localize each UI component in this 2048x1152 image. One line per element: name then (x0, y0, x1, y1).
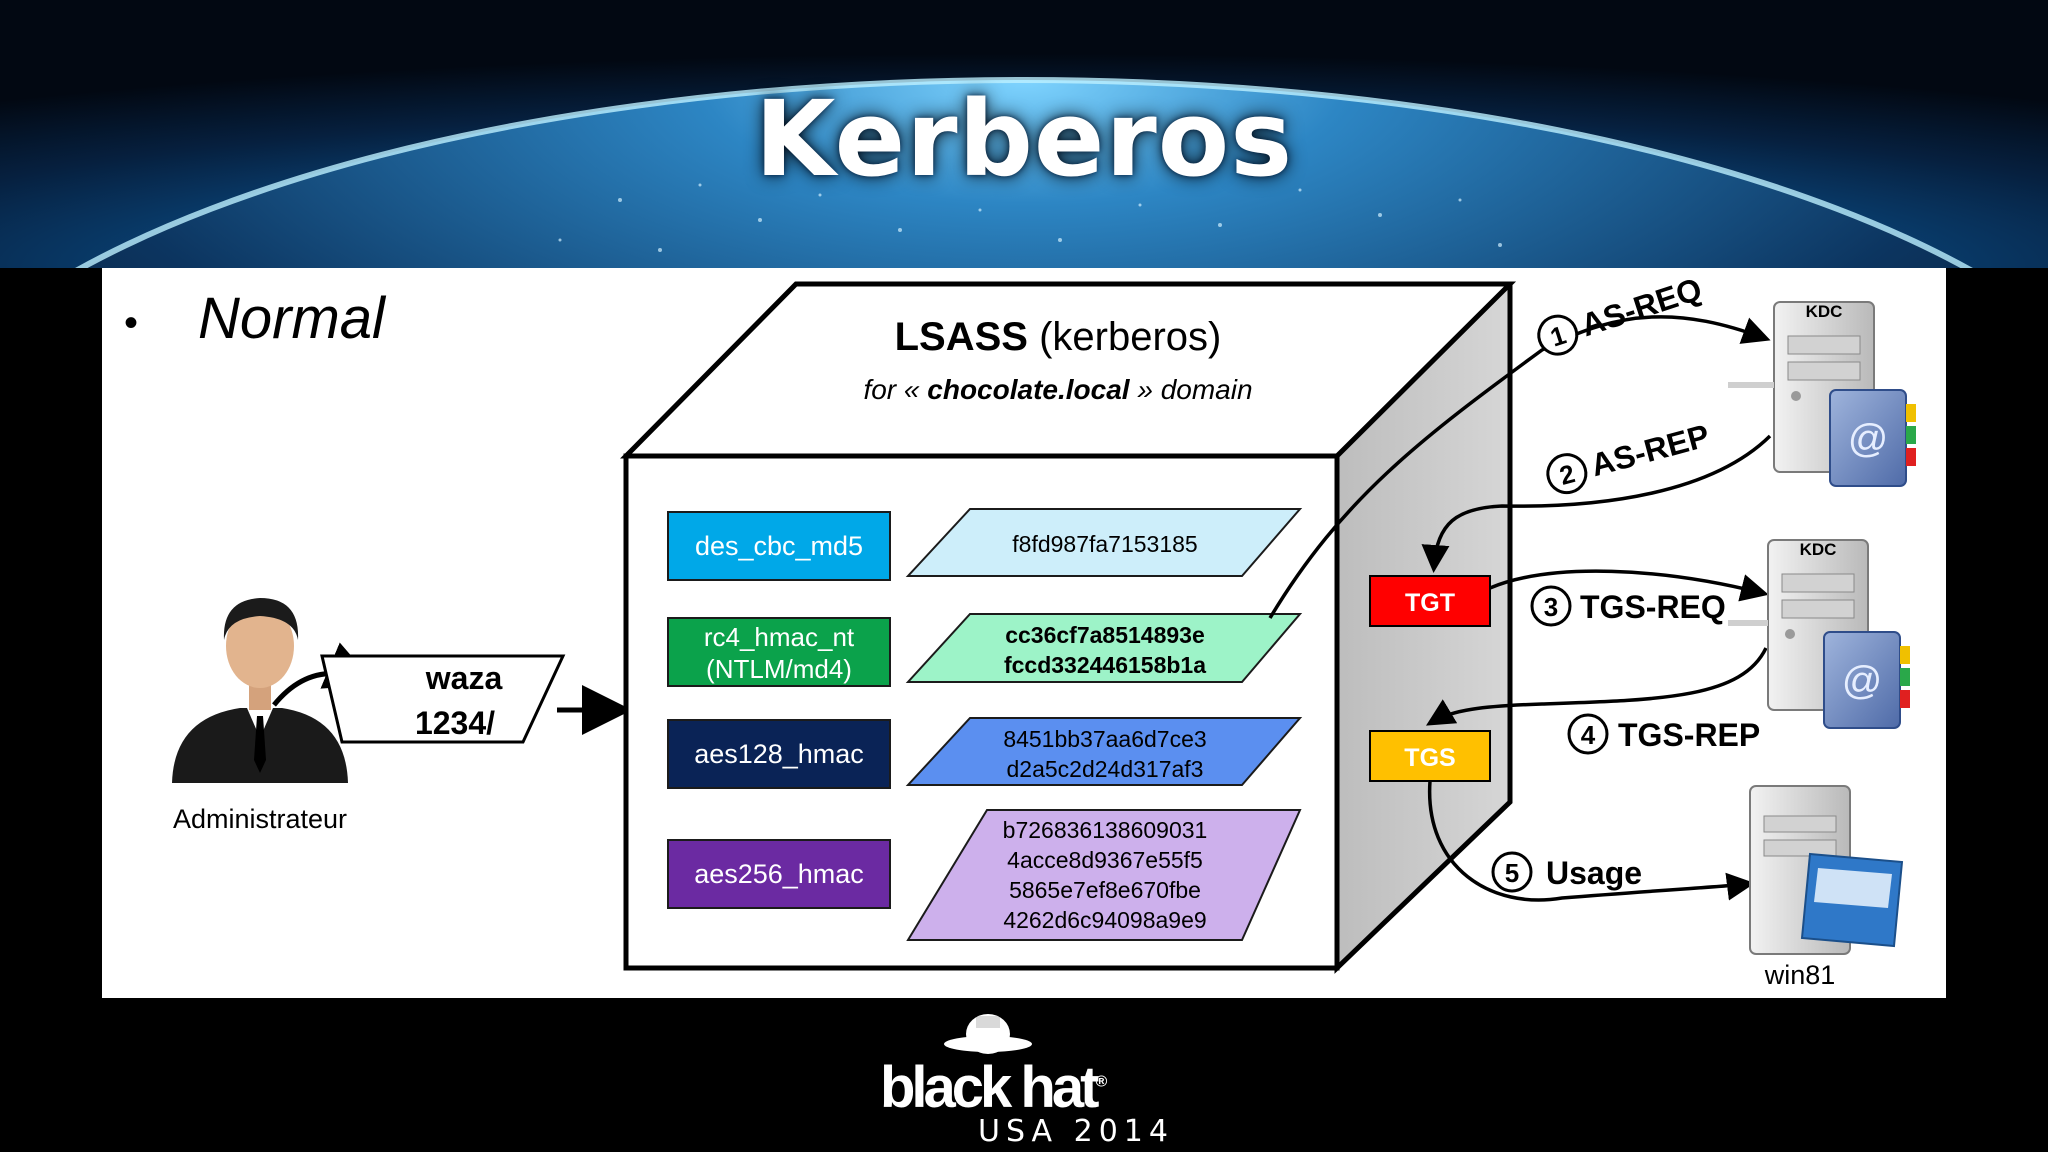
step-tgs-rep: 4 TGS-REP (1567, 713, 1760, 755)
file-server-icon (1749, 785, 1904, 955)
footer: black hat® USA 2014 (0, 998, 2048, 1152)
step-label: AS-REP (1587, 417, 1713, 483)
step-label: TGS-REP (1618, 717, 1760, 753)
step-number: 3 (1544, 592, 1558, 622)
key-hash-line: d2a5c2d24d317af3 (1007, 756, 1204, 782)
administrator-label: Administrateur (173, 804, 347, 834)
key-hash-line: cc36cf7a8514893e (1005, 622, 1205, 648)
key-hash-box (905, 613, 1303, 683)
brand-name: black hat® (880, 1054, 1107, 1121)
arrow-usage (1427, 780, 1755, 902)
brand-text: black hat (880, 1055, 1099, 1120)
step-label: Usage (1546, 855, 1642, 891)
key-name: des_cbc_md5 (695, 531, 863, 561)
key-name: aes256_hmac (694, 859, 864, 889)
key-hash-line: 4262d6c94098a9e9 (1003, 907, 1206, 933)
key-hash-line: f8fd987fa7153185 (1012, 531, 1197, 557)
key-hash-line: 4acce8d9367e55f5 (1007, 847, 1203, 873)
arrow-as-rep (1421, 434, 1772, 573)
key-name: rc4_hmac_nt (704, 622, 855, 652)
step-number-circle (1530, 585, 1572, 627)
key-name-box (667, 617, 891, 687)
step-label: TGS-REQ (1580, 589, 1726, 625)
kdc-label: KDC (1806, 302, 1843, 321)
kdc-label: KDC (1800, 540, 1837, 559)
bullet-normal: Normal (198, 286, 387, 351)
step-as-rep: 2 AS-REP (1546, 417, 1713, 495)
step-number-circle (1546, 453, 1588, 495)
arrow-as-req (1268, 315, 1771, 619)
event-name: USA 2014 (978, 1114, 1174, 1149)
key-row-rc4: rc4_hmac_nt (NTLM/md4) cc36cf7a8514893e … (667, 613, 1303, 687)
step-number-circle (1491, 851, 1533, 893)
win81-label: win81 (1764, 960, 1836, 990)
kerberos-diagram: • Normal Administrateur waza 1234/ LSASS… (124, 271, 1916, 990)
lsass-title: LSASS (kerberos) (895, 315, 1222, 359)
key-name-line-2: (NTLM/md4) (706, 654, 852, 684)
lsass-subtitle: for « chocolate.local » domain (863, 374, 1252, 405)
content-panel: • Normal Administrateur waza 1234/ LSASS… (102, 268, 1946, 998)
key-row-aes256: aes256_hmac b726836138609031 4acce8d9367… (667, 809, 1302, 941)
administrator-avatar-icon (172, 598, 348, 783)
tgs-ticket (1369, 730, 1491, 782)
lsass-title-rest: (kerberos) (1028, 315, 1221, 359)
title-banner: Kerberos (0, 0, 2048, 268)
arrow-tgs-rep (1425, 647, 1768, 726)
svg-text:@: @ (1842, 659, 1883, 703)
key-name: aes128_hmac (694, 739, 864, 769)
password-line-1: waza (425, 660, 503, 696)
step-number-circle (1537, 314, 1579, 356)
password-line-2: 1234/ (415, 705, 495, 741)
key-hash-box (905, 508, 1303, 577)
key-hash-line: b726836138609031 (1003, 817, 1208, 843)
key-hash-line: fccd332446158b1a (1004, 652, 1206, 678)
lsass-subtitle-domain: chocolate.local (927, 374, 1131, 405)
step-number: 4 (1581, 720, 1596, 750)
key-row-aes128: aes128_hmac 8451bb37aa6d7ce3 d2a5c2d24d3… (667, 717, 1303, 789)
key-name-box (667, 719, 891, 789)
key-name-box (667, 839, 891, 909)
step-as-req: 1 AS-REQ (1537, 271, 1706, 356)
arrow-tgs-req (1489, 569, 1769, 602)
step-usage: 5 Usage (1491, 851, 1642, 893)
password-box (320, 654, 566, 744)
black-hat-logo-icon (944, 1014, 1032, 1054)
svg-text:@: @ (1848, 417, 1889, 461)
lsass-title-bold: LSASS (895, 315, 1028, 359)
slide-title: Kerberos (754, 78, 1294, 200)
tgs-label: TGS (1404, 744, 1455, 772)
lsass-subtitle-post: » domain (1130, 374, 1253, 405)
key-hash-box (905, 717, 1303, 786)
key-row-des: des_cbc_md5 f8fd987fa7153185 (667, 508, 1303, 581)
tgt-ticket (1369, 575, 1491, 627)
key-hash-line: 8451bb37aa6d7ce3 (1003, 726, 1206, 752)
kdc-server-icon: @ (1728, 301, 1916, 487)
kdc-server-icon: @ (1728, 539, 1910, 729)
key-hash-line: 5865e7ef8e670fbe (1009, 877, 1201, 903)
key-hash-box (906, 809, 1302, 941)
registered-mark: ® (1095, 1073, 1108, 1091)
step-label: AS-REQ (1577, 271, 1706, 344)
tgt-label: TGT (1405, 589, 1455, 617)
lsass-subtitle-pre: for « (863, 374, 927, 405)
bullet-dot: • (124, 301, 138, 345)
step-number: 5 (1505, 858, 1519, 888)
step-number-circle (1567, 713, 1609, 755)
key-name-box (667, 511, 891, 581)
earth-background (0, 0, 2048, 268)
step-tgs-req: 3 TGS-REQ (1530, 585, 1726, 627)
